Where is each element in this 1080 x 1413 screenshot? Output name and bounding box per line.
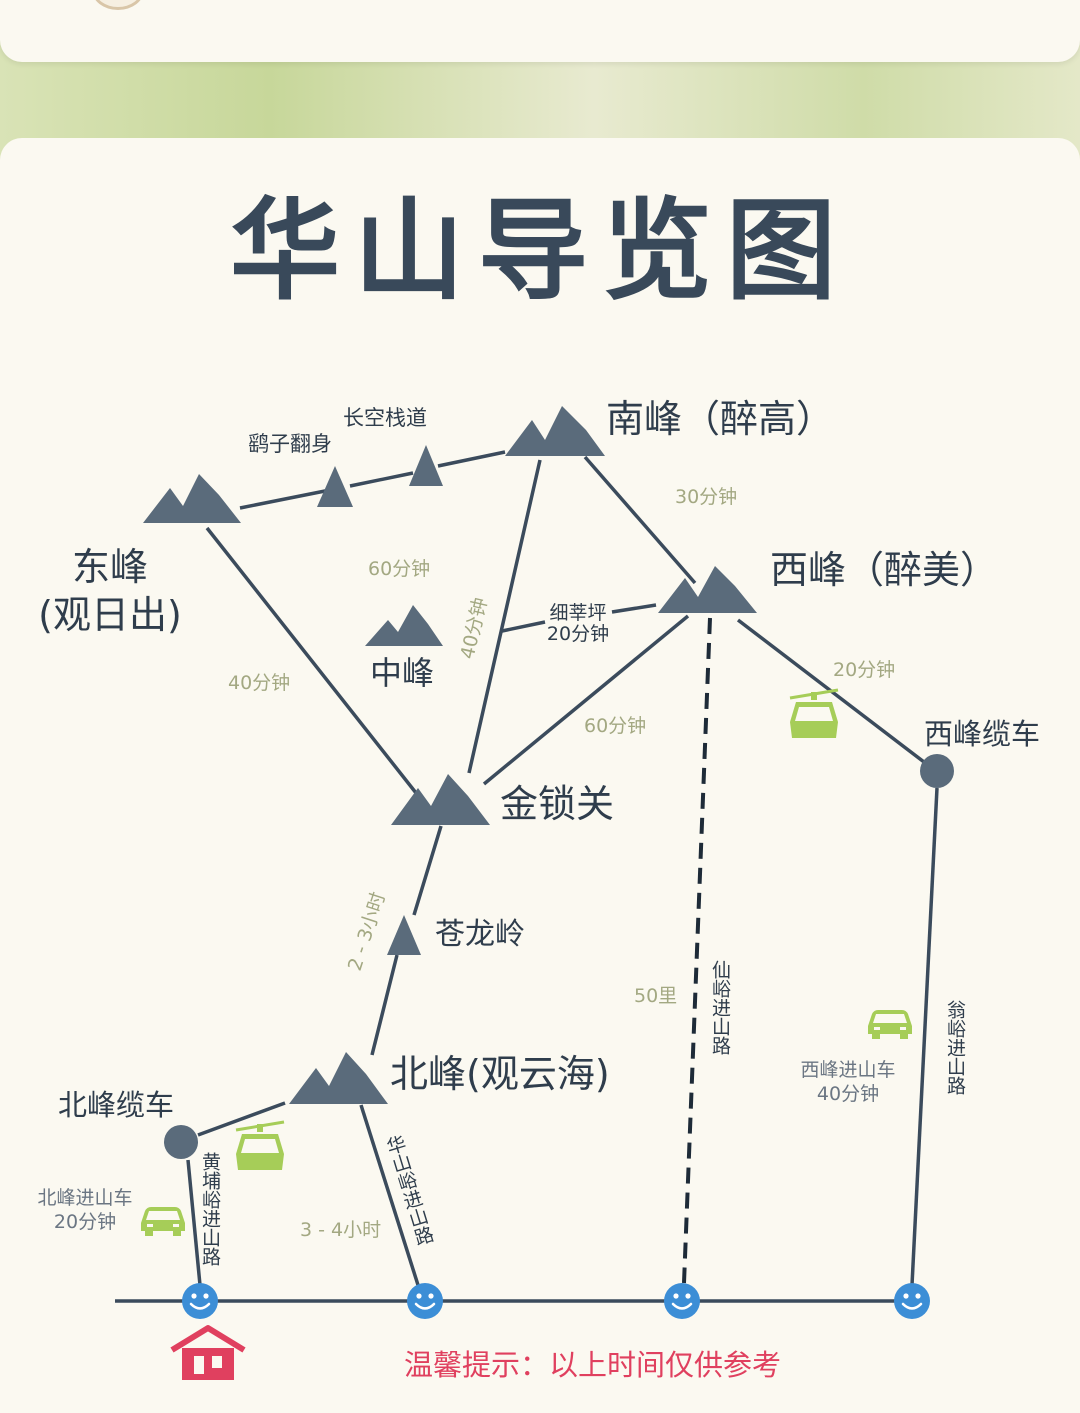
east-peak-label: 东峰 — [72, 545, 148, 589]
route-changkong-south — [437, 450, 506, 468]
route-canglong-north — [370, 954, 399, 1056]
map-title: 华山导览图 — [230, 186, 850, 315]
route-wengyu — [910, 787, 939, 1286]
time-west-jinsuo: 60分钟 — [584, 715, 646, 737]
route-xihuaping-right — [611, 603, 657, 614]
mountain-icon — [391, 774, 490, 825]
north-peak-label: 北峰(观云海) — [390, 1052, 610, 1096]
top-card — [0, 0, 1080, 62]
huangfu-road-label: 黄埔峪进山路 — [199, 1152, 221, 1266]
time-east-jinsuo: 40分钟 — [228, 672, 290, 694]
smiley-face-icon — [405, 1281, 445, 1321]
tip-text: 温馨提示：以上时间仅供参考 — [404, 1348, 781, 1382]
station-dot-icon — [920, 754, 954, 788]
mountain-icon — [317, 466, 353, 507]
mountain-icon — [143, 474, 241, 523]
route-yaozi-changkong — [349, 471, 414, 488]
west-peak-label: 西峰（醉美） — [770, 548, 998, 592]
route-south-west — [583, 455, 697, 585]
car-icon — [868, 1010, 912, 1039]
mountain-icon — [387, 915, 421, 955]
mountain-icon — [505, 406, 605, 456]
cable-car-icon — [788, 688, 840, 740]
cable-car-icon — [234, 1120, 286, 1172]
route-west-jinsuo — [482, 614, 690, 786]
route-xianyu-dashed — [682, 617, 712, 1284]
time-north-foot: 3 - 4小时 — [300, 1219, 381, 1241]
route-xihuaping-left — [501, 620, 546, 633]
north-cable-label: 北峰缆车 — [58, 1088, 174, 1122]
mountain-icon — [409, 445, 443, 486]
route-huangfu — [186, 1159, 202, 1286]
mountain-icon — [365, 605, 443, 646]
station-dot-icon — [164, 1125, 198, 1159]
west-cable-label: 西峰缆车 — [924, 717, 1040, 751]
middle-peak-label: 中峰 — [370, 654, 434, 692]
west-bus-label: 西峰进山车 — [800, 1059, 895, 1081]
route-north-cable — [197, 1101, 286, 1137]
route-jinsuo-canglong — [412, 825, 443, 916]
south-peak-label: 南峰（醉高） — [606, 397, 834, 441]
smiley-face-icon — [662, 1281, 702, 1321]
wengyu-road-label: 翁峪进山路 — [944, 1000, 966, 1095]
time-east-south: 60分钟 — [368, 558, 430, 580]
north-bus-label: 北峰进山车 — [37, 1187, 132, 1209]
canglong-ridge-label: 苍龙岭 — [435, 917, 525, 952]
trail-routes — [115, 450, 939, 1303]
xihuaping-time: 20分钟 — [547, 623, 609, 645]
route-east-yaozi — [239, 488, 331, 510]
changkong-label: 长空栈道 — [343, 406, 427, 430]
route-east-jinsuo — [205, 526, 422, 800]
mountain-icon — [289, 1052, 388, 1104]
smiley-face-icon — [892, 1281, 932, 1321]
time-south-west: 30分钟 — [675, 486, 737, 508]
xianyu-road-label: 仙峪进山路 — [709, 960, 731, 1055]
map-card — [0, 138, 1080, 1413]
home-icon — [170, 1325, 246, 1380]
time-jinsuo-north: 2 - 3小时 — [344, 890, 390, 974]
xihuaping-label: 细莘坪 — [549, 602, 606, 624]
smiley-face-icon — [180, 1281, 220, 1321]
jinsuo-pass-label: 金锁关 — [500, 782, 614, 826]
mountain-icon — [658, 566, 757, 613]
time-west-cable: 20分钟 — [833, 659, 895, 681]
west-bus-time: 40分钟 — [817, 1083, 879, 1105]
yaozi-label: 鹞子翻身 — [248, 432, 332, 456]
east-peak-sublabel: (观日出) — [38, 593, 182, 637]
route-south-jinsuo — [467, 459, 542, 774]
time-middle-jinsuo: 40分钟 — [456, 596, 491, 662]
route-huashanyu — [359, 1104, 420, 1286]
xianyu-distance: 50里 — [634, 985, 677, 1007]
north-bus-time: 20分钟 — [54, 1211, 116, 1233]
car-icon — [141, 1207, 185, 1236]
